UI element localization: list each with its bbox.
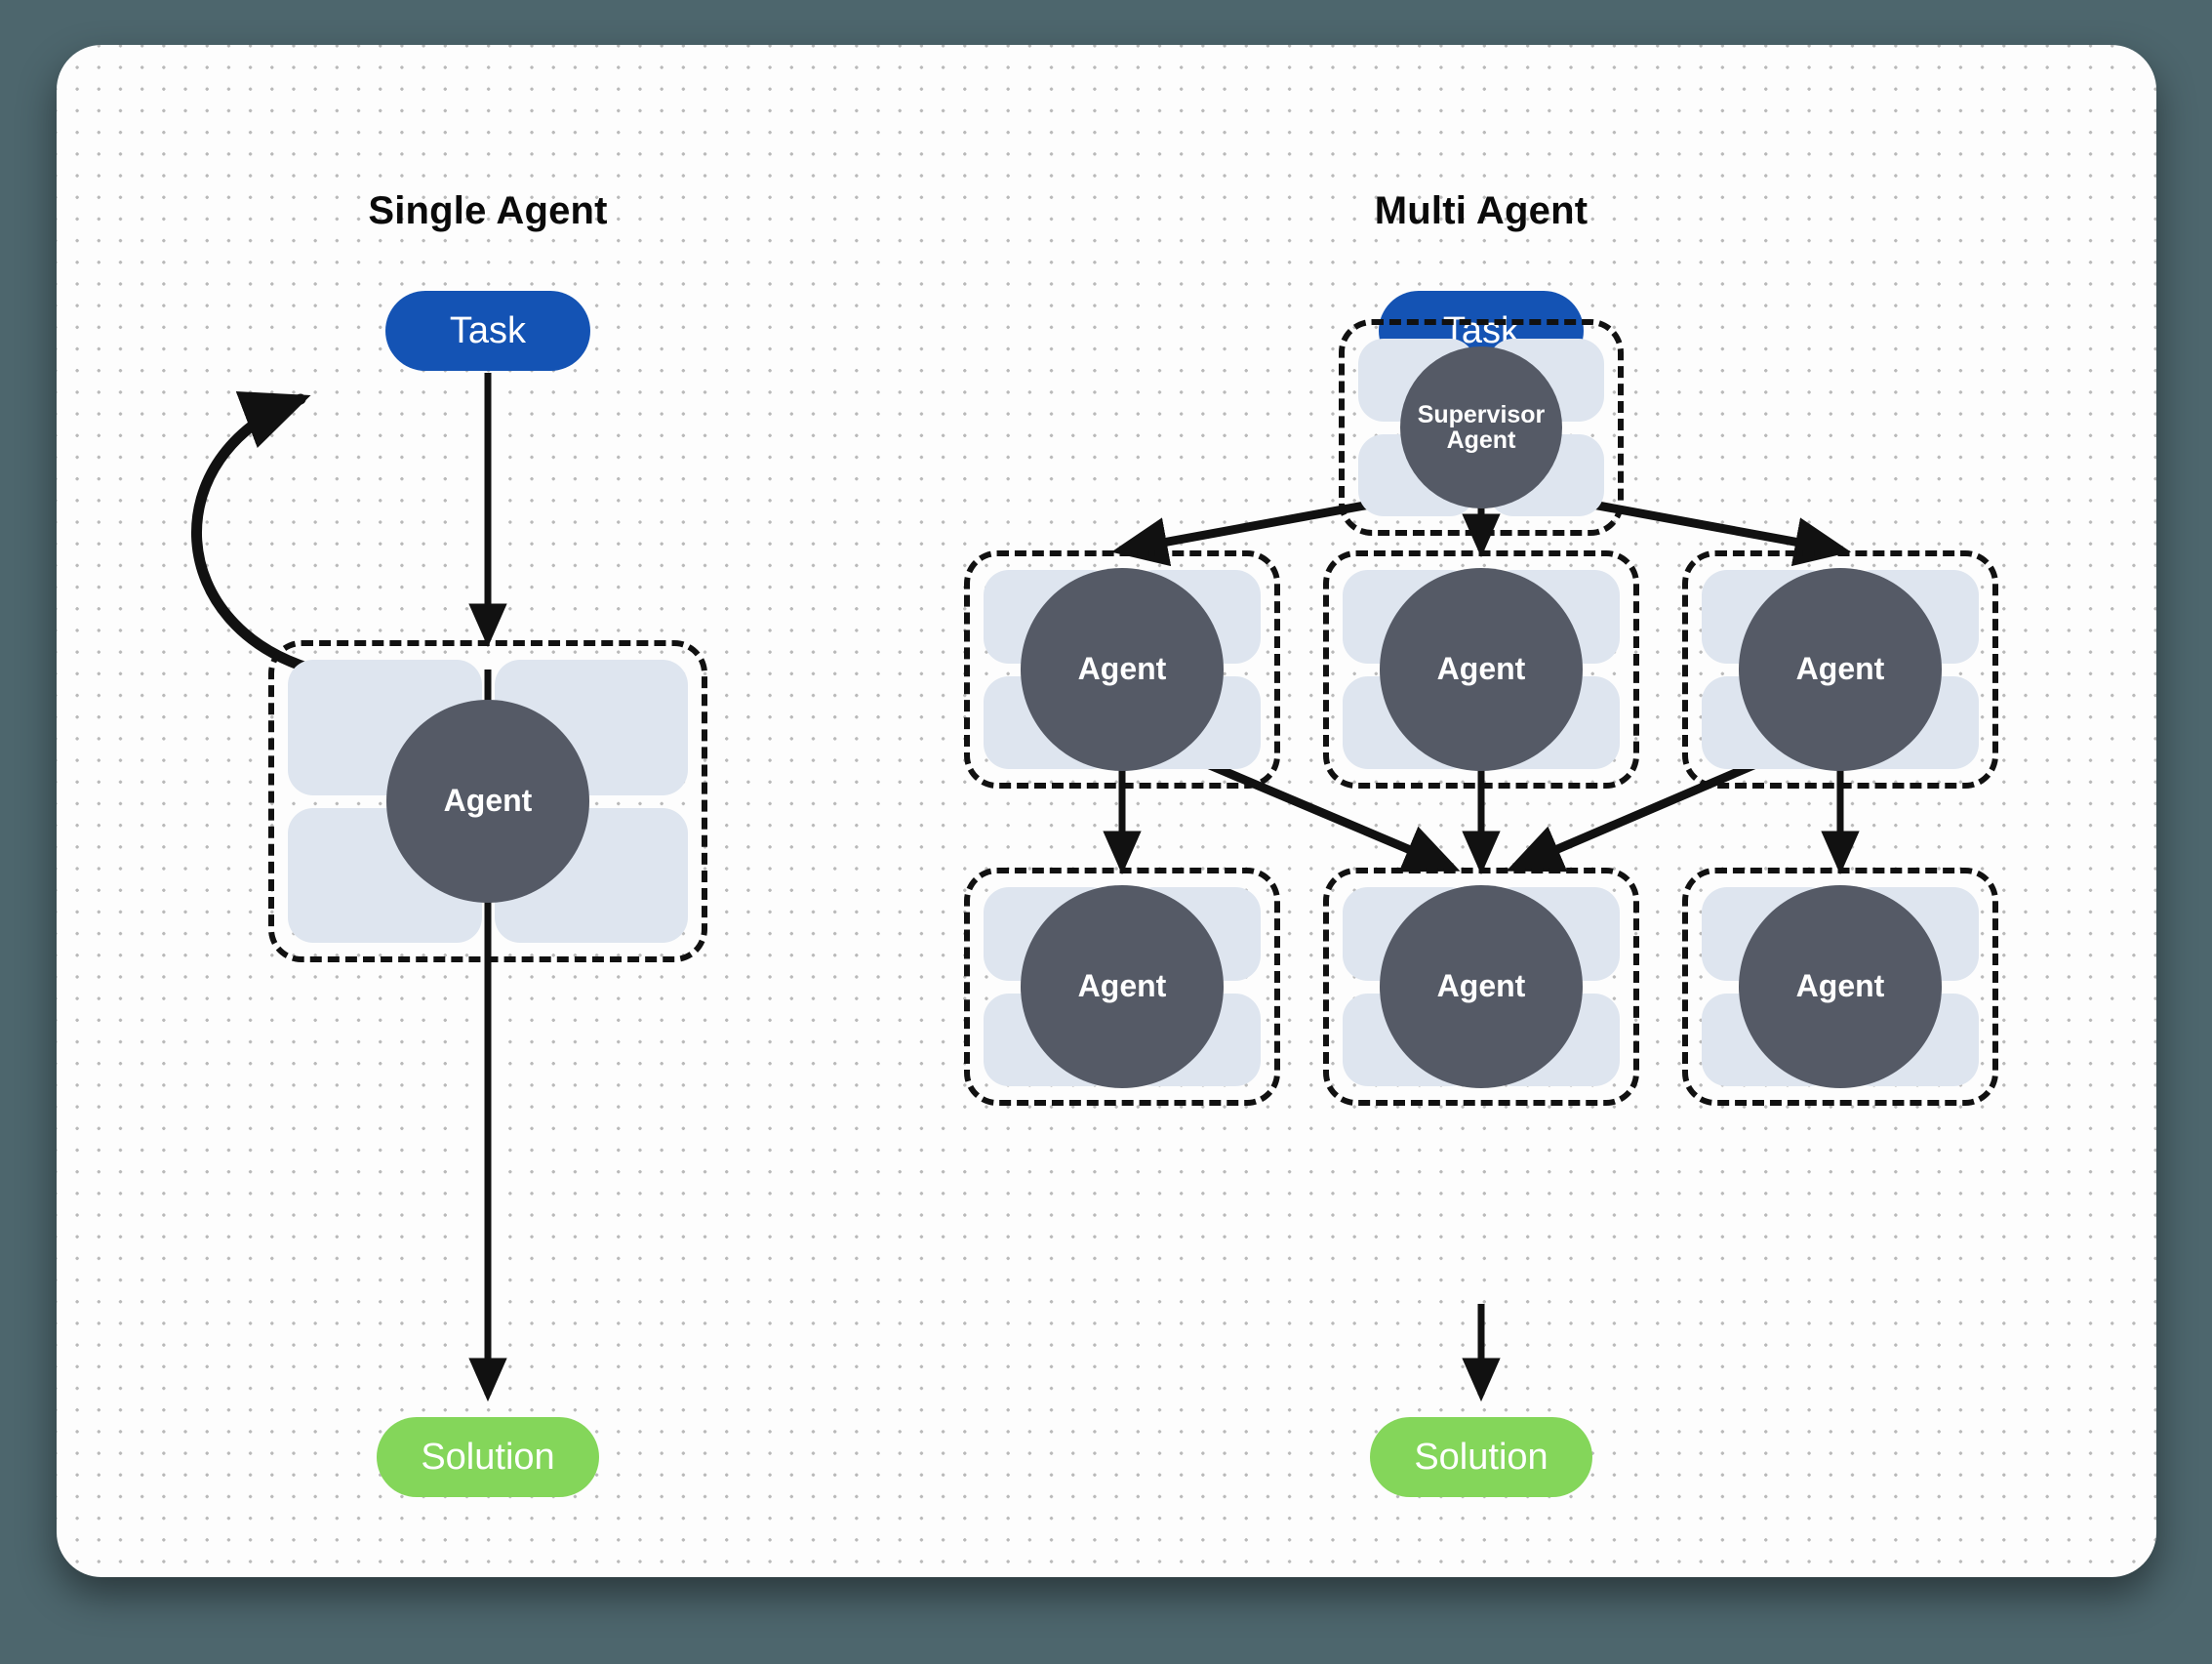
agent-core-circle: Agent [386,700,589,903]
node-solution-multi[interactable]: Solution [1370,1417,1592,1497]
supervisor-core-circle: Supervisor Agent [1400,346,1562,508]
node-agent-row3-right[interactable]: Agent [1682,868,1998,1106]
node-agent-row2-center-label: Agent [1436,651,1526,687]
panel-title-single-agent: Single Agent [368,189,608,232]
agent-core-circle: Agent [1739,568,1942,771]
node-agent-row3-left-label: Agent [1077,968,1167,1004]
node-task-single-label: Task [449,309,527,351]
node-agent-row3-center-label: Agent [1436,968,1526,1004]
node-supervisor-label-line2: Agent [1446,426,1516,454]
node-solution-single[interactable]: Solution [377,1417,599,1497]
node-agent-row3-center[interactable]: Agent [1323,868,1639,1106]
panel-title-multi-agent: Multi Agent [1374,189,1589,232]
agent-core-circle: Agent [1380,885,1583,1088]
node-solution-multi-label: Solution [1414,1436,1548,1478]
node-task-single[interactable]: Task [385,291,590,371]
node-agent-row3-right-label: Agent [1795,968,1885,1004]
node-agent-row2-center[interactable]: Agent [1323,550,1639,789]
node-agent-single[interactable]: Agent [268,640,707,962]
node-solution-single-label: Solution [421,1436,555,1478]
node-agent-row2-left-label: Agent [1077,651,1167,687]
node-agent-row2-left[interactable]: Agent [964,550,1280,789]
agent-core-circle: Agent [1021,885,1224,1088]
agent-core-circle: Agent [1739,885,1942,1088]
node-agent-single-label: Agent [443,783,533,819]
diagram-card: Single Agent Task Agent Solution Multi A… [57,45,2156,1577]
agent-core-circle: Agent [1021,568,1224,771]
node-agent-row2-right-label: Agent [1795,651,1885,687]
node-agent-row2-right[interactable]: Agent [1682,550,1998,789]
node-agent-row3-left[interactable]: Agent [964,868,1280,1106]
node-supervisor-label-line1: Supervisor [1417,400,1546,428]
node-supervisor-agent[interactable]: Supervisor Agent [1339,319,1624,536]
agent-core-circle: Agent [1380,568,1583,771]
